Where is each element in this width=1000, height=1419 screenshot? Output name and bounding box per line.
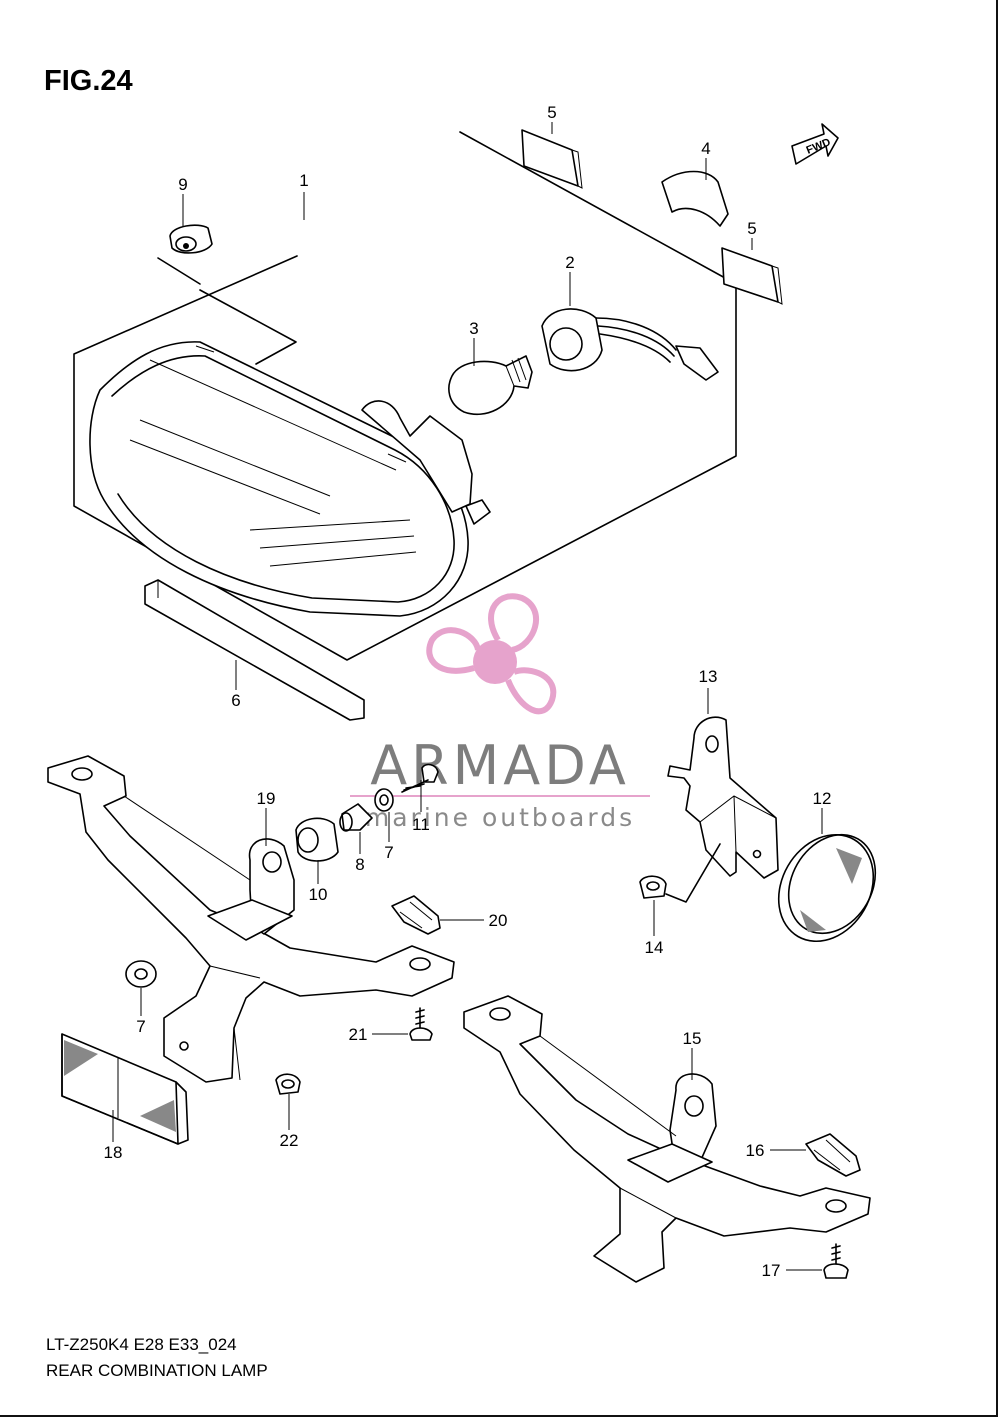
- nut-22: [275, 1073, 301, 1095]
- pad-lower: [721, 247, 779, 303]
- bulb: [448, 355, 533, 416]
- callout-13: 13: [699, 667, 718, 686]
- callout-19: 19: [257, 789, 276, 808]
- callout-9: 9: [178, 175, 187, 194]
- callout-8: 8: [355, 855, 364, 874]
- callout-7-upper: 7: [384, 843, 393, 862]
- leader-14-dash: [665, 843, 721, 903]
- callout-11: 11: [412, 815, 430, 834]
- reflector-18: [61, 1033, 189, 1145]
- callout-15: 15: [683, 1029, 702, 1048]
- callout-22: 22: [280, 1131, 299, 1150]
- bracket-13: [667, 716, 779, 879]
- screw-17: [823, 1243, 849, 1279]
- callout-5-upper: 5: [547, 103, 556, 122]
- socket-harness: [541, 308, 719, 381]
- washer-7-upper: [374, 788, 394, 812]
- lamp-housing: [89, 341, 491, 617]
- reflector-12: [777, 833, 877, 943]
- callout-12: 12: [813, 789, 832, 808]
- pad-lower-edge: [771, 265, 783, 305]
- callout-3: 3: [469, 319, 478, 338]
- grommet-9: [169, 224, 213, 254]
- callout-16: 16: [746, 1141, 765, 1160]
- pad-upper: [521, 129, 579, 187]
- lamp-cover: [661, 170, 729, 227]
- fwd-arrow-icon: FWD: [791, 123, 839, 165]
- screw-11: [401, 763, 439, 793]
- watermark-tagline: marine outboards: [365, 803, 635, 832]
- watermark-logo-icon: [426, 593, 557, 715]
- callout-2: 2: [565, 253, 574, 272]
- washer-7-lower: [125, 960, 157, 988]
- screw-21: [409, 1007, 433, 1041]
- frame-dash-lens: [199, 289, 297, 365]
- callout-1: 1: [299, 171, 308, 190]
- clip-16: [805, 1133, 861, 1177]
- callout-5-lower: 5: [747, 219, 756, 238]
- collar-8: [339, 803, 373, 832]
- nut-14: [639, 875, 667, 899]
- callout-20: 20: [489, 911, 508, 930]
- callout-17: 17: [762, 1261, 781, 1280]
- callout-21: 21: [349, 1025, 368, 1044]
- clip-20: [391, 895, 441, 935]
- rubber-strip-edge: [144, 580, 351, 721]
- callout-14: 14: [645, 938, 664, 957]
- callout-7-lower: 7: [136, 1017, 145, 1036]
- frame-dash-9: [157, 257, 201, 285]
- callout-6: 6: [231, 691, 240, 710]
- leader-lines: [112, 122, 823, 1271]
- callout-18: 18: [104, 1143, 123, 1162]
- grommet-10: [295, 817, 339, 862]
- caption-model-code: LT-Z250K4 E28 E33_024: [46, 1335, 237, 1354]
- figure-title: FIG.24: [44, 65, 133, 97]
- callout-4: 4: [701, 139, 710, 158]
- pad-upper-edge: [571, 149, 583, 189]
- bracket-main: [47, 755, 455, 1083]
- bracket-15: [463, 995, 871, 1283]
- callout-10: 10: [309, 885, 328, 904]
- caption-name: REAR COMBINATION LAMP: [46, 1361, 268, 1380]
